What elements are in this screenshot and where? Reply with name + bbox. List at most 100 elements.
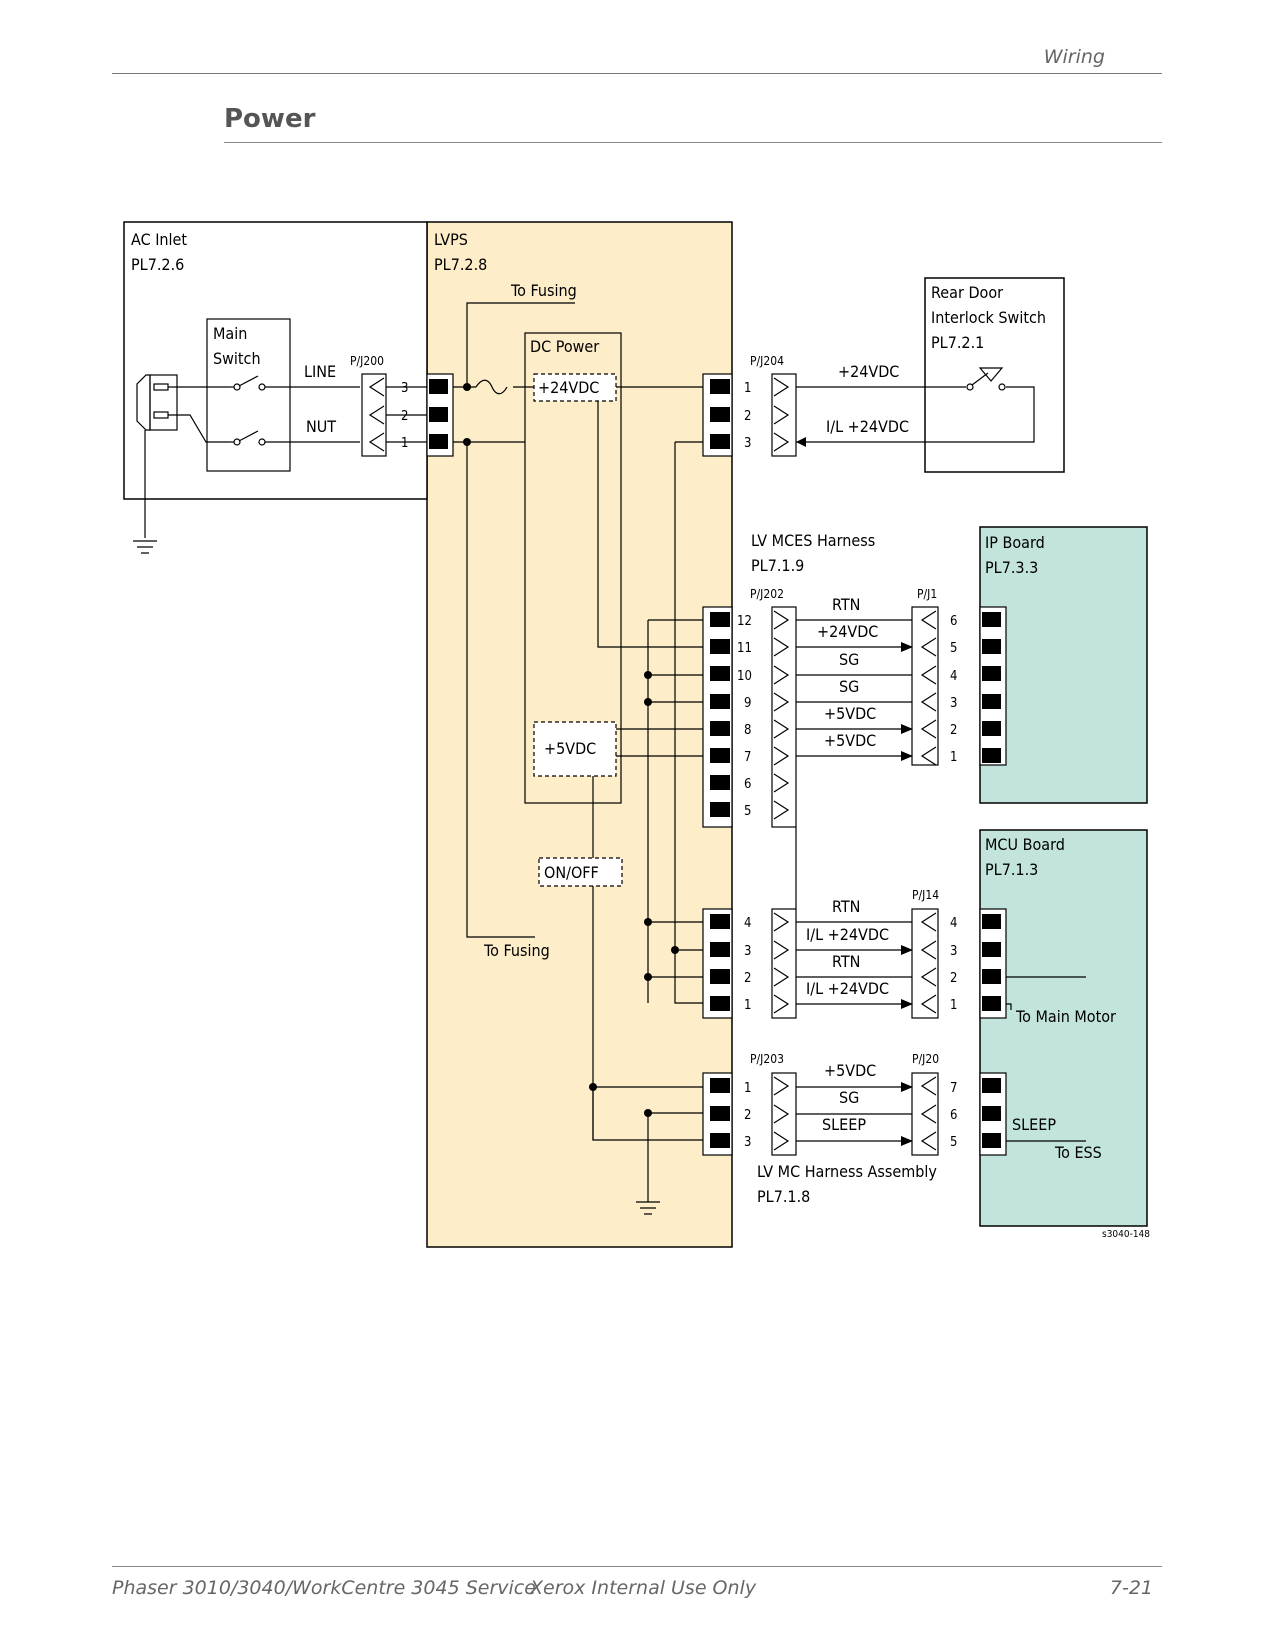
footer-product: Phaser 3010/3040/WorkCentre 3045 Service xyxy=(112,1577,536,1599)
pj204-pin: 3 xyxy=(744,436,751,451)
lvps-pl: PL7.2.8 xyxy=(434,255,487,274)
pj1-pin: 6 xyxy=(950,614,957,629)
pj14-pin: 1 xyxy=(950,998,957,1013)
ground-icon xyxy=(133,540,157,554)
wire-il-24vdc: I/L +24VDC xyxy=(826,417,909,436)
pj1-wire: +5VDC xyxy=(824,731,876,750)
pj204-pin: 2 xyxy=(744,409,751,424)
pj1-wire: +5VDC xyxy=(824,704,876,723)
pj200-name: P/J200 xyxy=(350,354,384,368)
main-switch-icon xyxy=(230,375,360,446)
pj20-header xyxy=(901,1072,1086,1156)
pj200-pin: 2 xyxy=(401,409,408,424)
pj200-pin: 3 xyxy=(401,381,408,396)
pj200-pin: 1 xyxy=(401,436,408,451)
ac-plug-icon xyxy=(136,374,230,538)
pj1-pin: 5 xyxy=(950,641,957,656)
pj203-pin: 1 xyxy=(744,1081,751,1096)
pj1-pin: 4 xyxy=(950,669,957,684)
ip-board-box xyxy=(979,526,1148,804)
mc-harness-name: LV MC Harness Assembly xyxy=(757,1162,937,1181)
pj14-pin: 3 xyxy=(950,944,957,959)
header-section: Wiring xyxy=(1043,46,1105,68)
wires xyxy=(382,302,703,1202)
header-rule xyxy=(112,73,1162,74)
mcu-board-name: MCU Board xyxy=(985,835,1065,854)
to-ess: To ESS xyxy=(1054,1143,1102,1162)
pj202-pin: 5 xyxy=(744,804,751,819)
pj203-header xyxy=(702,1072,913,1156)
pj203-pin: 3 xyxy=(744,1135,751,1150)
ac-inlet-name: AC Inlet xyxy=(131,230,187,249)
main-switch-label-2: Switch xyxy=(213,349,261,368)
pj1-wire: +24VDC xyxy=(817,622,878,641)
pj20-wire: SG xyxy=(839,1088,859,1107)
dc-power-box xyxy=(524,332,622,804)
to-fusing-bottom: To Fusing xyxy=(483,941,550,960)
lvps-name: LVPS xyxy=(434,230,468,249)
pj202-pin: 6 xyxy=(744,777,751,792)
pj202-lower-pin: 2 xyxy=(744,971,751,986)
pj14-wire: RTN xyxy=(832,897,860,916)
figure-id: s3040-148 xyxy=(1102,1229,1150,1240)
v24-label: +24VDC xyxy=(538,378,599,397)
pj14-pin: 2 xyxy=(950,971,957,986)
v5-box xyxy=(533,721,617,777)
ground-icon-lvps xyxy=(636,1201,660,1215)
pj204-header xyxy=(702,373,1035,457)
pj20-name: P/J20 xyxy=(912,1052,939,1066)
pj1-name: P/J1 xyxy=(917,587,937,601)
v5-label: +5VDC xyxy=(544,739,596,758)
pj20-pin: 6 xyxy=(950,1108,957,1123)
ip-board-name: IP Board xyxy=(985,533,1045,552)
pj202-lower-header xyxy=(702,908,913,1019)
pj202-lower-pin: 4 xyxy=(744,916,751,931)
wire-line: LINE xyxy=(304,362,336,381)
pj204-pin: 1 xyxy=(744,381,751,396)
rear-door-label-2: Interlock Switch xyxy=(931,308,1046,327)
title-rule xyxy=(224,142,1162,143)
pj14-pin: 4 xyxy=(950,916,957,931)
mc-harness-pl: PL7.1.8 xyxy=(757,1187,810,1206)
pj1-wire: SG xyxy=(839,677,859,696)
pj14-wire: RTN xyxy=(832,952,860,971)
pj14-wire: I/L +24VDC xyxy=(806,925,889,944)
pj202-pin: 9 xyxy=(744,696,751,711)
mcu-board-box xyxy=(979,829,1148,1227)
to-main-motor: To Main Motor xyxy=(1015,1007,1116,1026)
pj203-pin: 2 xyxy=(744,1108,751,1123)
pj1-pin: 3 xyxy=(950,696,957,711)
pj200-header xyxy=(361,373,454,457)
page-title: Power xyxy=(224,104,316,134)
pj1-header xyxy=(901,606,1007,766)
onoff-label: ON/OFF xyxy=(544,863,599,882)
pj204-name: P/J204 xyxy=(750,354,784,368)
wire-24vdc: +24VDC xyxy=(838,362,899,381)
junction-dots xyxy=(463,383,679,1117)
wire-nut: NUT xyxy=(306,417,336,436)
main-switch-box xyxy=(206,318,291,472)
pj202-lower-pin: 1 xyxy=(744,998,751,1013)
onoff-box xyxy=(538,857,623,887)
rear-door-box xyxy=(924,277,1065,473)
pj14-wire: I/L +24VDC xyxy=(806,979,889,998)
ac-inlet-pl: PL7.2.6 xyxy=(131,255,184,274)
rear-door-label-1: Rear Door xyxy=(931,283,1003,302)
pj14-header xyxy=(901,908,1086,1019)
pj20-pin: 5 xyxy=(950,1135,957,1150)
ip-board-pl: PL7.3.3 xyxy=(985,558,1038,577)
pj202-pin: 7 xyxy=(744,750,751,765)
pj202-header xyxy=(702,606,913,909)
pj202-pin: 10 xyxy=(737,669,752,684)
dc-power-label: DC Power xyxy=(530,337,599,356)
pj202-pin: 12 xyxy=(737,614,752,629)
pj1-wire: SG xyxy=(839,650,859,669)
interlock-switch-icon xyxy=(966,367,1006,391)
footer-notice: Xerox Internal Use Only xyxy=(530,1577,757,1599)
v24-box xyxy=(533,373,617,402)
pj1-pin: 1 xyxy=(950,750,957,765)
pj202-lower-pin: 3 xyxy=(744,944,751,959)
pj202-pin: 8 xyxy=(744,723,751,738)
pj202-name: P/J202 xyxy=(750,587,784,601)
